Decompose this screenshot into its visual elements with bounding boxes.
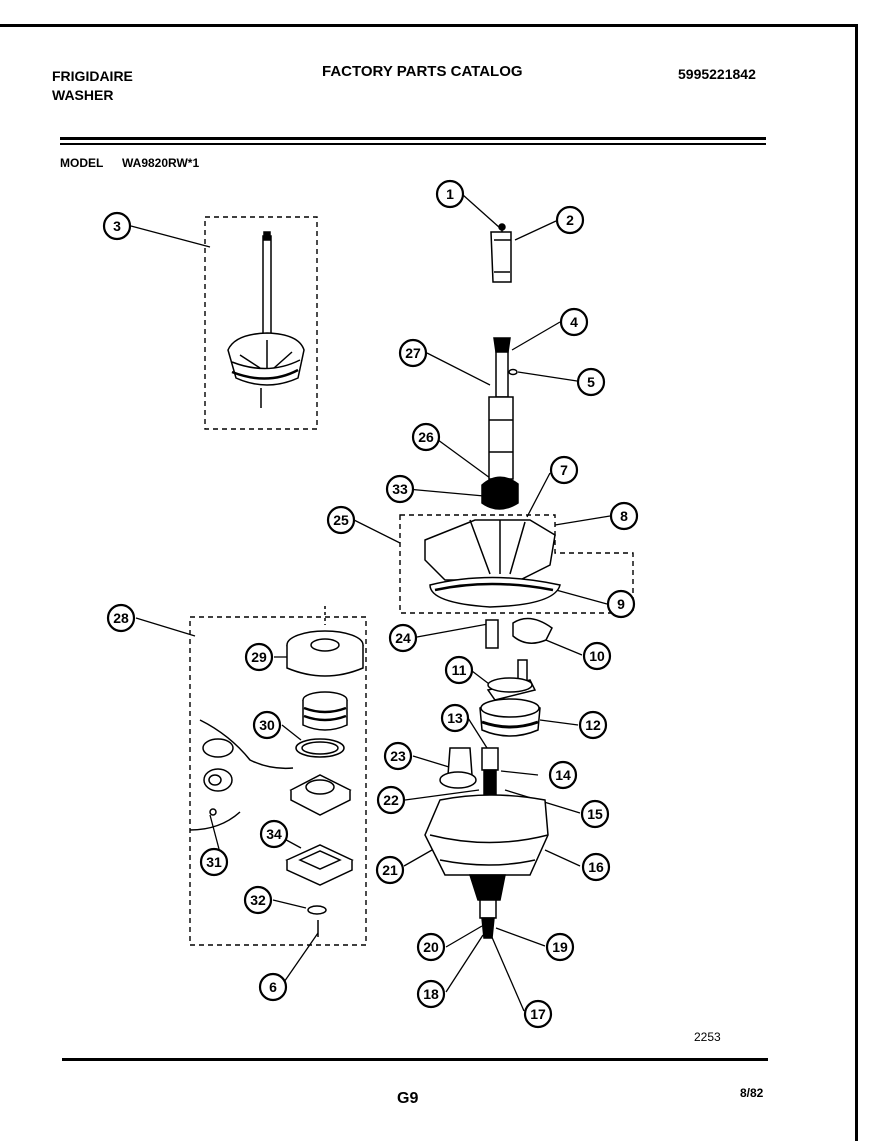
callout-33: 33 xyxy=(385,474,415,504)
callout-7: 7 xyxy=(549,455,579,485)
dashed-groups xyxy=(189,216,634,946)
catalog-number: 5995221842 xyxy=(678,66,756,82)
callout-number: 6 xyxy=(269,979,277,995)
callout-number: 1 xyxy=(446,186,454,202)
callout-number: 24 xyxy=(395,630,411,646)
callout-3: 3 xyxy=(102,211,132,241)
callout-22: 22 xyxy=(376,785,406,815)
part-assembly-3 xyxy=(227,231,305,408)
callout-number: 29 xyxy=(251,649,267,665)
callout-4: 4 xyxy=(559,307,589,337)
callout-number: 32 xyxy=(250,892,266,908)
callout-number: 31 xyxy=(206,854,222,870)
callout-6: 6 xyxy=(258,972,288,1002)
callout-29: 29 xyxy=(244,642,274,672)
callout-number: 23 xyxy=(390,748,406,764)
callout-number: 12 xyxy=(585,717,601,733)
callout-13: 13 xyxy=(440,703,470,733)
header-rule-bottom xyxy=(60,143,766,145)
page-frame-top xyxy=(0,24,858,27)
page-code: G9 xyxy=(397,1090,419,1107)
group-box-25 xyxy=(399,514,634,614)
callout-30: 30 xyxy=(252,710,282,740)
callout-number: 18 xyxy=(423,986,439,1002)
callout-2: 2 xyxy=(555,205,585,235)
callout-number: 34 xyxy=(266,826,282,842)
callout-number: 8 xyxy=(620,508,628,524)
callout-number: 3 xyxy=(113,218,121,234)
callout-number: 28 xyxy=(113,610,129,626)
callout-20: 20 xyxy=(416,932,446,962)
callout-number: 13 xyxy=(447,710,463,726)
model-label: MODEL xyxy=(60,156,104,170)
callout-number: 27 xyxy=(405,345,421,361)
callouts: 1 2 3 4 5 6 7 8 9 10 11 12 13 14 15 16 1… xyxy=(102,179,639,1029)
model-number: WA9820RW*1 xyxy=(122,156,200,170)
callout-number: 11 xyxy=(452,662,467,678)
callout-5: 5 xyxy=(576,367,606,397)
callout-26: 26 xyxy=(411,422,441,452)
callout-19: 19 xyxy=(545,932,575,962)
callout-number: 15 xyxy=(587,806,603,822)
callout-15: 15 xyxy=(580,799,610,829)
callout-24: 24 xyxy=(388,623,418,653)
callout-9: 9 xyxy=(606,589,636,619)
callout-number: 19 xyxy=(552,939,568,955)
callout-17: 17 xyxy=(523,999,553,1029)
callout-1: 1 xyxy=(435,179,465,209)
callout-number: 9 xyxy=(617,596,625,612)
callout-number: 22 xyxy=(383,792,399,808)
product-type: WASHER xyxy=(52,87,114,103)
footer-rule xyxy=(62,1058,768,1061)
brand-name: FRIGIDAIRE xyxy=(52,68,133,84)
callout-number: 7 xyxy=(560,462,568,478)
figure-id: 2253 xyxy=(694,1030,721,1044)
seal-kit-28 xyxy=(189,606,364,937)
callout-number: 4 xyxy=(570,314,578,330)
callout-32: 32 xyxy=(243,885,273,915)
callout-11: 11 xyxy=(444,655,474,685)
callout-14: 14 xyxy=(548,760,578,790)
callout-27: 27 xyxy=(398,338,428,368)
callout-18: 18 xyxy=(416,979,446,1009)
catalog-title: FACTORY PARTS CATALOG xyxy=(322,63,523,80)
callout-23: 23 xyxy=(383,741,413,771)
callout-8: 8 xyxy=(609,501,639,531)
page-frame-right xyxy=(855,24,858,1141)
leader-lines xyxy=(130,194,611,1012)
callout-number: 17 xyxy=(530,1006,546,1022)
callout-28: 28 xyxy=(106,603,136,633)
header-rule-top xyxy=(60,137,766,140)
group-box-3 xyxy=(204,216,318,430)
callout-34: 34 xyxy=(259,819,289,849)
print-date: 8/82 xyxy=(740,1086,764,1100)
callout-16: 16 xyxy=(581,852,611,882)
callout-31: 31 xyxy=(199,847,229,877)
callout-number: 26 xyxy=(418,429,434,445)
callout-12: 12 xyxy=(578,710,608,740)
transmission-stack xyxy=(424,223,561,939)
callout-number: 2 xyxy=(566,212,574,228)
callout-number: 10 xyxy=(589,648,605,664)
callout-number: 30 xyxy=(259,717,275,733)
callout-number: 20 xyxy=(423,939,439,955)
callout-10: 10 xyxy=(582,641,612,671)
callout-number: 5 xyxy=(587,374,595,390)
callout-25: 25 xyxy=(326,505,356,535)
callout-number: 33 xyxy=(392,481,408,497)
callout-number: 25 xyxy=(333,512,349,528)
callout-number: 16 xyxy=(588,859,604,875)
callout-number: 21 xyxy=(382,862,398,878)
callout-21: 21 xyxy=(375,855,405,885)
callout-number: 14 xyxy=(555,767,571,783)
